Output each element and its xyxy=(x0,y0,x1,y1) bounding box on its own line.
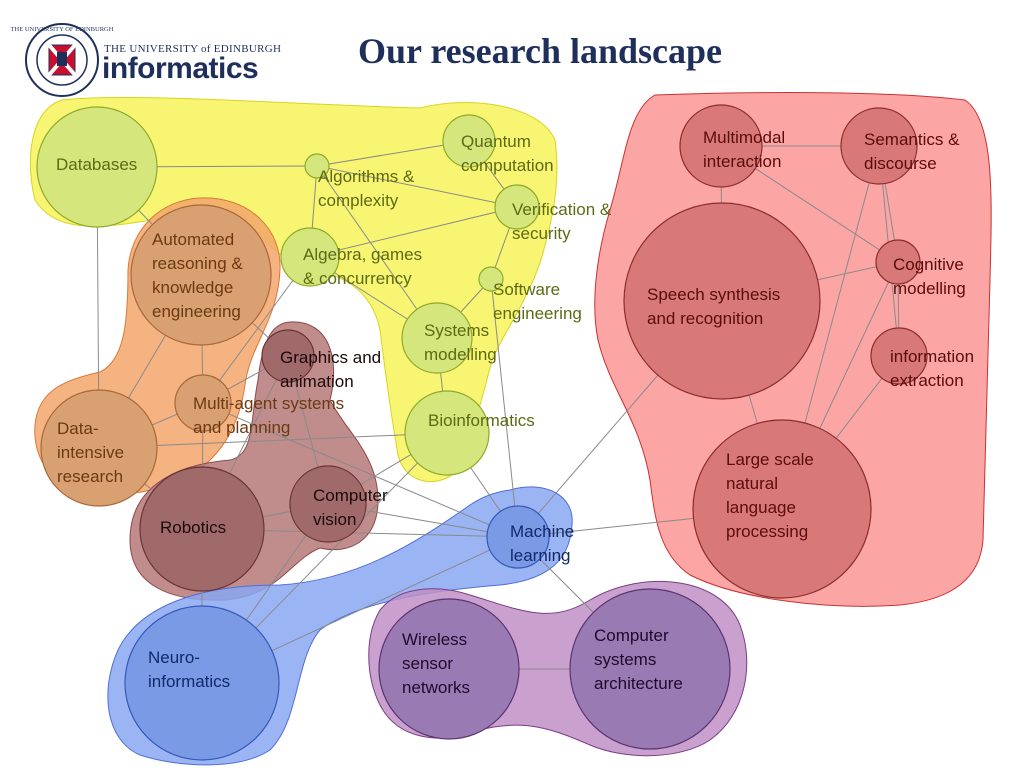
node-label: Databases xyxy=(56,155,137,174)
node-circle xyxy=(261,329,315,383)
node-label: Verification &security xyxy=(512,200,612,243)
node-label: Bioinformatics xyxy=(428,411,535,430)
node-algebra[interactable]: Algebra, games& concurrency xyxy=(280,227,422,288)
seal-lettering: THE UNIVERSITY OF EDINBURGH xyxy=(11,26,114,33)
node-neuro[interactable]: Neuro-informatics xyxy=(124,605,280,761)
node-circle xyxy=(840,107,918,185)
node-circle xyxy=(40,389,158,507)
link-multi_agent-machine_learning xyxy=(202,402,519,538)
node-circle xyxy=(139,466,265,592)
university-logo[interactable]: THE UNIVERSITY OF EDINBURGH THE UNIVERSI… xyxy=(11,23,282,97)
node-circle xyxy=(404,390,490,476)
node-circle xyxy=(174,374,232,432)
node-circle xyxy=(401,302,473,374)
node-circle xyxy=(478,266,504,292)
university-seal-icon: THE UNIVERSITY OF EDINBURGH xyxy=(11,23,114,97)
node-circle xyxy=(486,505,550,569)
node-label: Algebra, games& concurrency xyxy=(303,245,422,288)
node-label: Semantics &discourse xyxy=(864,130,960,173)
node-circle xyxy=(679,104,763,188)
node-robotics[interactable]: Robotics xyxy=(139,466,265,592)
node-circle xyxy=(623,202,821,400)
node-label: Algorithms &complexity xyxy=(318,167,415,210)
link-verification-algebra xyxy=(309,206,518,258)
node-circle xyxy=(378,598,520,740)
node-circle xyxy=(124,605,280,761)
node-circle xyxy=(36,106,158,228)
node-circle xyxy=(692,419,872,599)
link-algorithms-verification xyxy=(316,165,518,208)
node-circle xyxy=(870,327,928,385)
node-circle xyxy=(875,239,921,285)
node-verification[interactable]: Verification &security xyxy=(494,184,612,243)
node-circle xyxy=(280,227,340,287)
node-label: Neuro-informatics xyxy=(148,648,230,691)
link-software-machine_learning xyxy=(490,278,519,538)
school-name-text: informatics xyxy=(102,52,258,85)
university-name-text: THE UNIVERSITY of EDINBURGH xyxy=(104,43,281,55)
link-algebra-multi_agent xyxy=(202,256,311,404)
node-bioinformatics[interactable]: Bioinformatics xyxy=(404,390,535,476)
node-databases[interactable]: Databases xyxy=(36,106,158,228)
node-circle xyxy=(289,465,367,543)
page-title: Our research landscape xyxy=(358,31,722,71)
node-circle xyxy=(494,184,540,230)
node-semantics[interactable]: Semantics &discourse xyxy=(840,107,960,185)
node-circle xyxy=(442,114,496,168)
node-algorithms[interactable]: Algorithms &complexity xyxy=(304,153,415,210)
node-circle xyxy=(304,153,330,179)
node-circle xyxy=(569,588,731,750)
node-circle xyxy=(130,204,272,346)
node-label: Robotics xyxy=(160,518,226,537)
